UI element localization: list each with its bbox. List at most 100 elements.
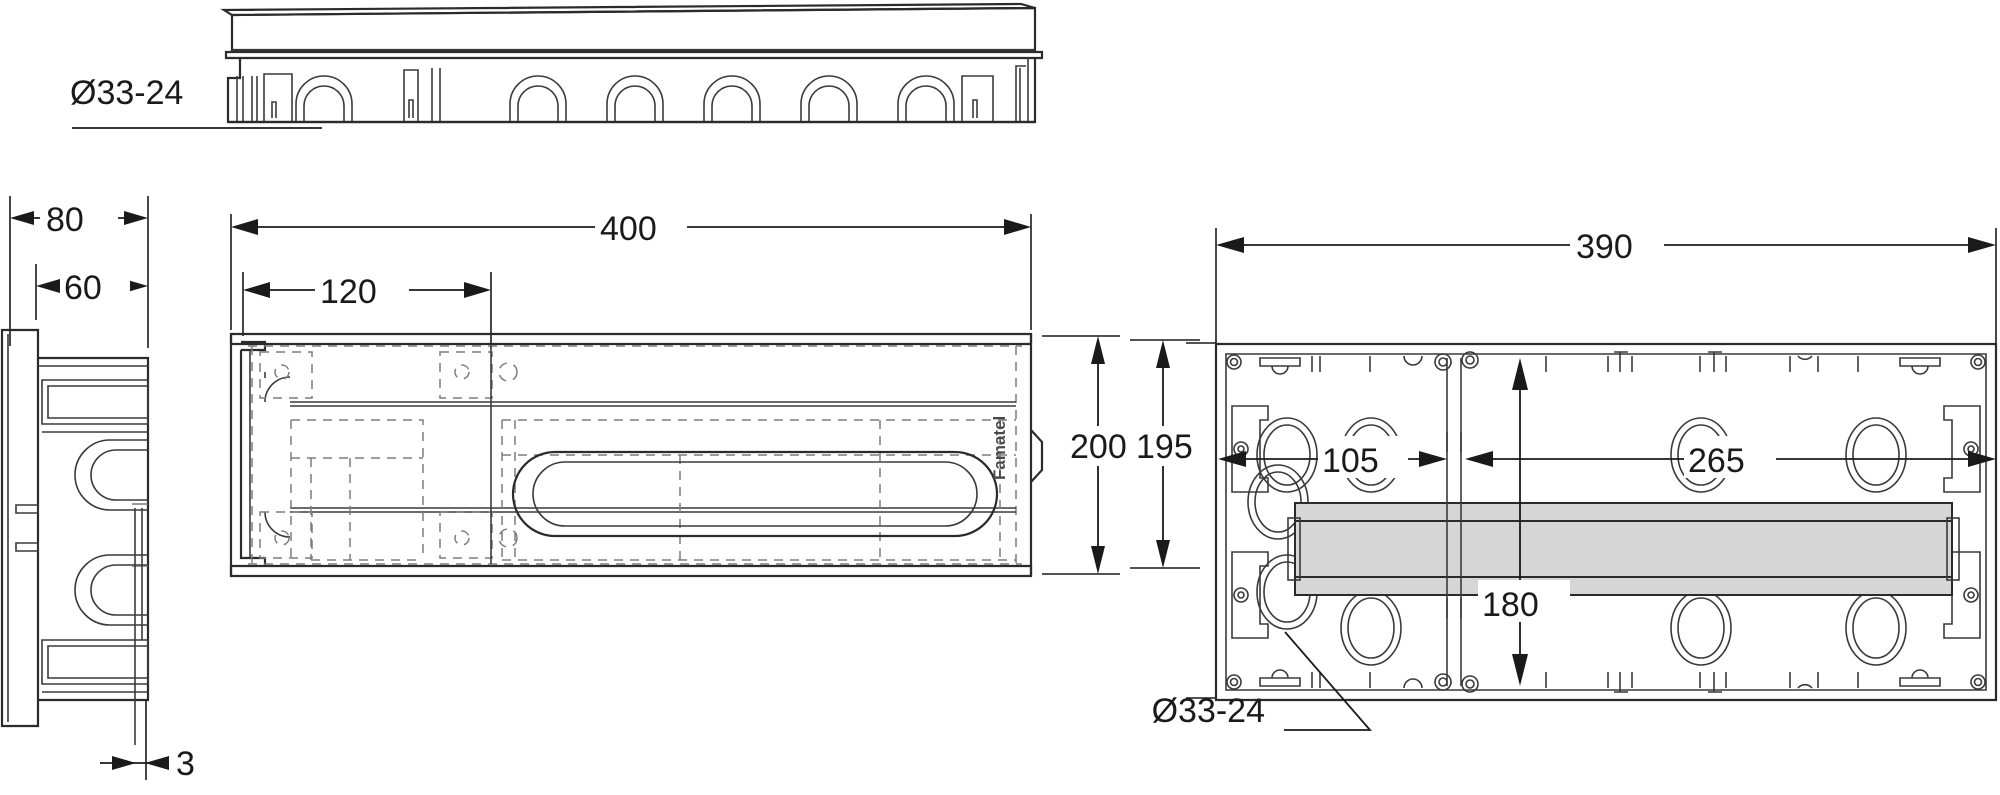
rib-left-block — [263, 73, 293, 123]
plan-rail-body — [1294, 520, 1953, 578]
dim-120-text: 120 — [320, 273, 377, 311]
plan-eyelet-bl — [1226, 674, 1242, 690]
side-clip-upper — [15, 504, 39, 514]
plan-bracket-left-top-hole-inner — [1237, 445, 1245, 453]
front-lid-bottom-band — [229, 564, 1033, 578]
arrow-105-right — [1419, 451, 1447, 467]
dim-265-text: 265 — [1688, 442, 1745, 480]
plan-divider-notch-bottom — [1446, 598, 1462, 618]
plan-bot-tab-1-arc — [1271, 669, 1289, 679]
brand-label: Famatel — [990, 416, 1009, 480]
arrow-265-left — [1465, 451, 1493, 467]
plan-bot-rib-5 — [1699, 672, 1727, 693]
dim-400-text: 400 — [600, 210, 657, 248]
plan-knockout-l4-inner — [1852, 597, 1900, 659]
plan-eyelet-tl — [1226, 354, 1242, 370]
arrow-195-bottom — [1156, 540, 1170, 568]
plan-bot-tab-1 — [1259, 677, 1301, 687]
dim-80-text: 80 — [46, 201, 84, 239]
side-knockout-upper-inner — [90, 449, 148, 501]
lid-band — [230, 6, 1037, 52]
plan-bracket-left-top — [1231, 405, 1269, 493]
plan-knockout-u4-outer — [1845, 417, 1907, 493]
front-slot-outer — [511, 450, 999, 538]
plan-top-eyelet-1-inner — [1438, 357, 1448, 367]
plan-top-rib-6 — [1789, 356, 1819, 372]
front-module-left-outline — [291, 419, 424, 560]
front-lid-top-band — [229, 332, 1033, 346]
plan-eyelet-br — [1970, 674, 1986, 690]
side-window-lower-outer — [41, 639, 149, 685]
knockout-arch-inner-3 — [614, 85, 656, 122]
rib-right-notch — [972, 99, 978, 118]
arrow-400-left — [231, 219, 258, 235]
view-top-elevation: Ø33-24 — [70, 2, 1044, 129]
front-lug-tl — [259, 351, 313, 399]
plan-knockout-l3-outer — [1670, 590, 1732, 666]
plan-top-eyelet-2-inner — [1465, 355, 1475, 365]
plan-knockout-l2-inner — [1347, 597, 1395, 659]
side-body-outline — [38, 356, 150, 702]
plan-bracket-right-bottom-hole — [1963, 587, 1979, 603]
dim-390-bg — [1570, 224, 1664, 264]
plan-eyelet-tr — [1970, 354, 1986, 370]
plan-knockout-u1-inner — [1263, 424, 1311, 486]
side-knockout-lower-outer — [74, 554, 148, 626]
front-inner-bar-corner-bl — [264, 511, 291, 538]
plan-bot-eyelet-1 — [1434, 673, 1452, 691]
dim-180-bg — [1478, 580, 1570, 622]
side-window-upper-outer — [41, 379, 149, 425]
plan-bot-rib-6 — [1789, 672, 1819, 688]
knockout-label-plan: Ø33-24 — [1152, 692, 1265, 730]
arrow-3-right — [145, 756, 169, 770]
plan-eyelet-bl-inner — [1229, 677, 1239, 687]
plan-rail-top-edge — [1294, 502, 1953, 522]
side-lid-plate — [0, 328, 40, 728]
side-knockout-upper-outer — [74, 439, 148, 511]
plan-bracket-right-top-hole-inner — [1967, 445, 1975, 453]
plan-rail-bottom-edge — [1294, 576, 1953, 596]
front-lug-tc — [439, 351, 493, 399]
side-clip-lower — [15, 542, 39, 552]
side-window-upper-inner — [47, 385, 149, 419]
knockout-arch-outer-2 — [509, 75, 567, 122]
arrow-105-left — [1218, 451, 1246, 467]
dim-390-text: 390 — [1576, 228, 1633, 266]
arrow-195-top — [1156, 340, 1170, 368]
dim-105-bg — [1318, 436, 1408, 478]
dim-180-text: 180 — [1482, 586, 1539, 624]
plan-top-eyelet-2 — [1461, 351, 1479, 369]
plan-bot-tab-2-arc — [1911, 669, 1929, 679]
plan-top-eyelet-1 — [1434, 353, 1452, 371]
plan-outer-frame — [1214, 342, 1998, 702]
rib-mid-thin — [431, 68, 441, 122]
plan-bracket-left-bottom-hole-inner — [1237, 591, 1245, 599]
knockout-arch-outer-4 — [703, 75, 761, 122]
rib-left-notch — [271, 101, 277, 118]
plan-bracket-left-bottom-hole — [1233, 587, 1249, 603]
knockout-label-top: Ø33-24 — [70, 74, 183, 112]
knockout-arch-outer-1 — [295, 75, 353, 122]
plan-eyelet-tr-inner — [1973, 357, 1983, 367]
knockout-arch-inner-4 — [711, 85, 753, 122]
arrow-180-top — [1512, 358, 1528, 390]
arrow-265-right — [1968, 451, 1996, 467]
plan-bot-rib-4 — [1607, 672, 1633, 693]
front-lug-bl — [259, 511, 313, 559]
plan-top-rib-5 — [1699, 351, 1727, 372]
plan-bracket-right-top — [1943, 405, 1981, 493]
rib-mid-notch — [408, 99, 414, 118]
front-boss-bc2 — [498, 528, 518, 548]
arrow-400-right — [1004, 219, 1031, 235]
arrow-390-left — [1216, 237, 1244, 253]
front-boss-bc — [454, 530, 470, 546]
dim-200-text: 200 — [1070, 428, 1127, 466]
rib-mid-block — [403, 69, 419, 123]
plan-bot-rib-1 — [1311, 672, 1321, 688]
knockout-leader-plan — [1284, 631, 1372, 731]
dim-60-text: 60 — [64, 269, 102, 307]
arrow-120-right — [464, 282, 491, 298]
arrow-80-right — [124, 211, 148, 225]
arrow-120-left — [243, 282, 270, 298]
